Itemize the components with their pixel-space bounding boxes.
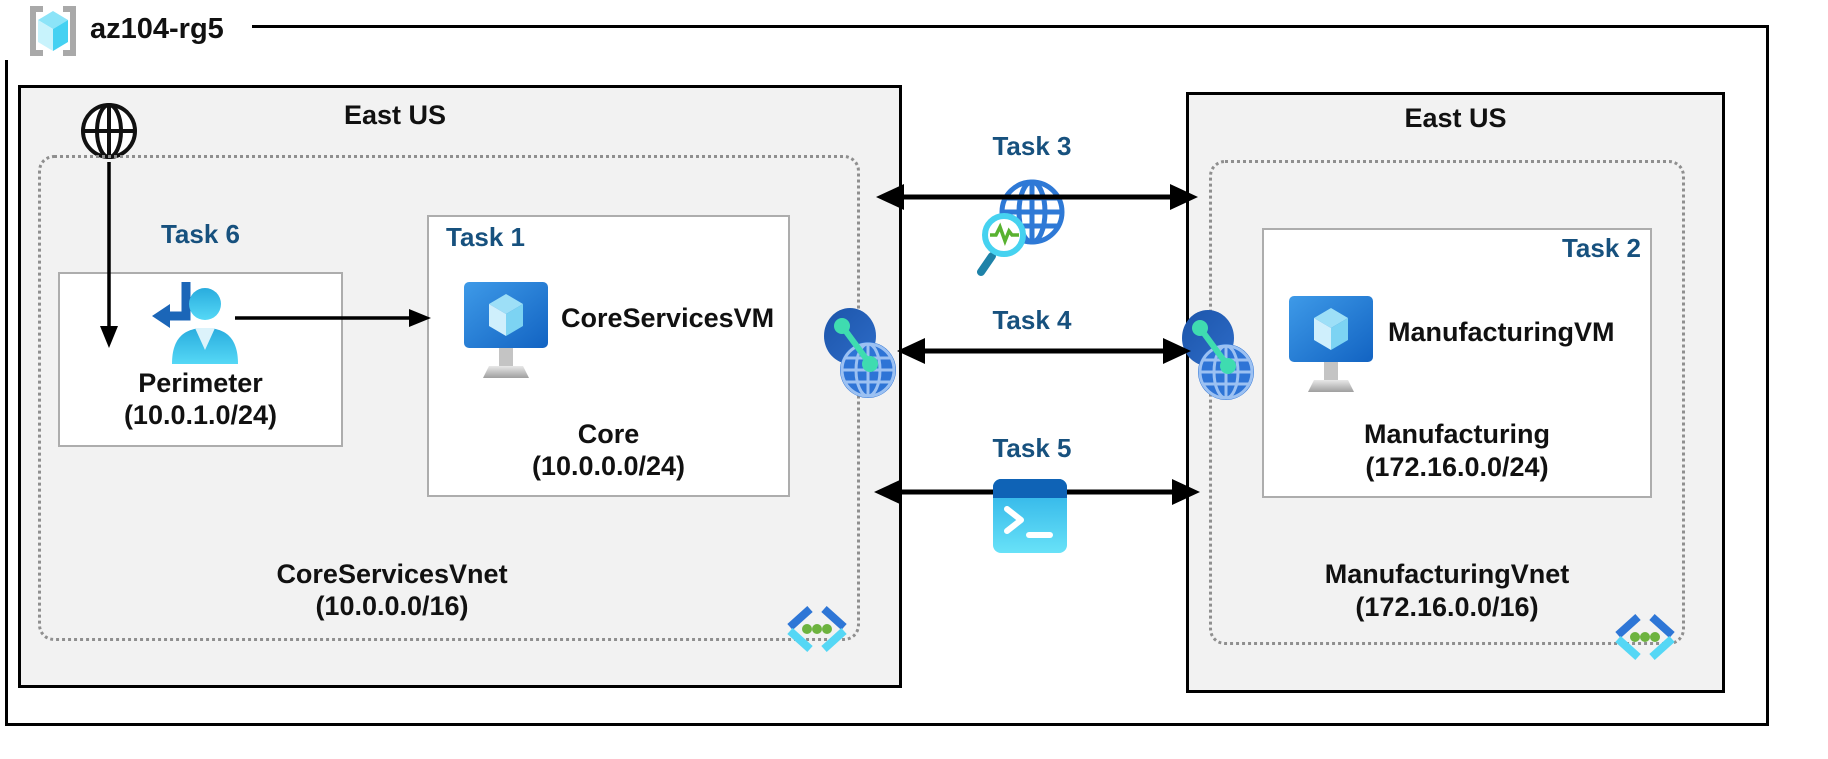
- perimeter-subnet-name: Perimeter: [138, 368, 263, 398]
- resource-group-border: [5, 25, 1769, 726]
- core-subnet-box: [427, 215, 790, 497]
- network-watcher-icon: [977, 213, 1026, 276]
- task2-label: Task 2: [1561, 233, 1641, 263]
- perimeter-subnet-cidr: (10.0.1.0/24): [123, 400, 278, 430]
- task5-label: Task 5: [992, 433, 1072, 463]
- region-right-title: East US: [1404, 103, 1507, 133]
- manufacturing-vm-name: ManufacturingVM: [1388, 317, 1615, 347]
- vnet-peering-icon-left: [824, 308, 896, 398]
- core-subnet-cidr: (10.0.0.0/24): [531, 451, 686, 481]
- resource-group-icon: [30, 6, 76, 56]
- manufacturing-subnet-name: Manufacturing: [1364, 419, 1550, 449]
- task6-label: Task 6: [160, 219, 240, 249]
- task1-label: Task 1: [446, 222, 526, 252]
- task3-arrow: [876, 184, 1198, 210]
- cloud-shell-icon: [993, 479, 1067, 553]
- core-subnet-name: Core: [577, 419, 640, 449]
- task3-label: Task 3: [992, 131, 1072, 161]
- vnet-icon-left: [787, 606, 847, 652]
- region-left-title: East US: [343, 100, 447, 130]
- vnet-left-boundary: [38, 155, 860, 641]
- vnet-right-boundary: [1209, 160, 1685, 645]
- resource-group-name: az104-rg5: [90, 13, 224, 45]
- core-vnet-name: CoreServicesVnet: [276, 559, 508, 589]
- user-return-icon: [152, 282, 238, 364]
- coreservices-vm-name: CoreServicesVM: [561, 303, 775, 333]
- coreservices-vm-icon: [464, 282, 548, 378]
- task4-arrow: [897, 338, 1191, 364]
- manufacturing-vm-icon: [1289, 296, 1373, 392]
- manufacturing-vnet-name: ManufacturingVnet: [1324, 559, 1570, 589]
- perimeter-to-core-arrow: [235, 309, 431, 327]
- vnet-peering-icon-right: [1182, 310, 1254, 400]
- vnet-icon-right: [1615, 614, 1675, 660]
- internet-arrow: [100, 162, 118, 348]
- core-vnet-cidr: (10.0.0.0/16): [315, 591, 469, 621]
- manufacturing-vnet-cidr: (172.16.0.0/16): [1355, 592, 1539, 622]
- internet-icon: [81, 103, 137, 159]
- task4-label: Task 4: [992, 305, 1072, 335]
- manufacturing-subnet-cidr: (172.16.0.0/24): [1365, 452, 1549, 482]
